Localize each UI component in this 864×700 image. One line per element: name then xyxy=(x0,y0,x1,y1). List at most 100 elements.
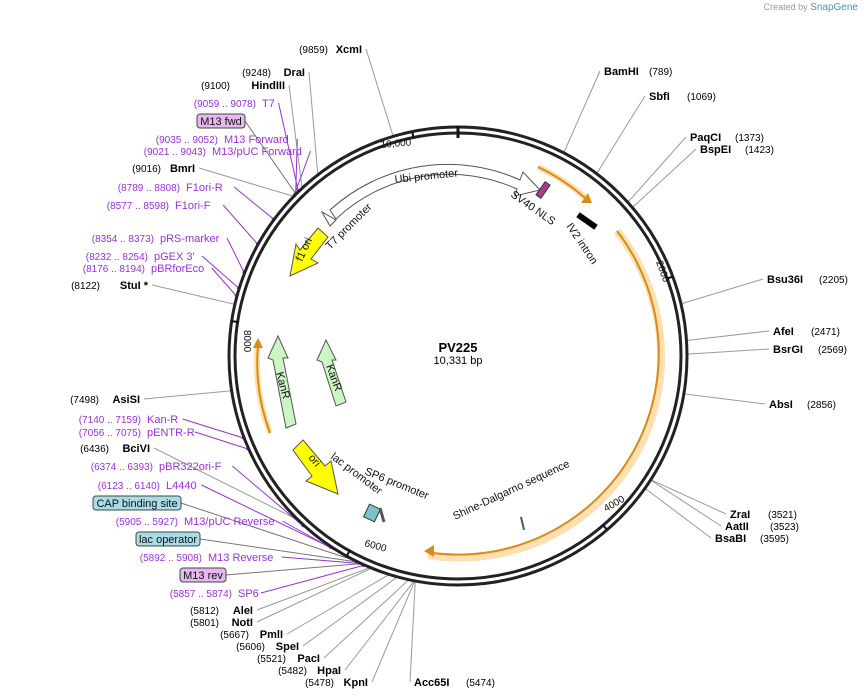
enzyme-name: HpaI xyxy=(317,665,341,677)
enzyme-position: (5812) xyxy=(190,606,219,617)
enzyme-site-hindiii[interactable]: HindIII(9100) xyxy=(201,80,285,92)
primer-position: (9059 .. 9078) xyxy=(194,99,256,110)
primer-position: (8354 .. 8373) xyxy=(92,234,154,245)
enzyme-site-bsrgi[interactable]: BsrGI(2569) xyxy=(773,344,847,356)
enzyme-site-bmri[interactable]: BmrI(9016) xyxy=(132,163,195,175)
primer-m13reverse[interactable]: (5892 .. 5908)M13 Reverse xyxy=(140,552,274,564)
primer-position: (9021 .. 9043) xyxy=(144,147,206,158)
boxed-connector xyxy=(199,538,355,563)
primer-connector xyxy=(278,102,299,191)
enzyme-site-paqci[interactable]: PaqCI(1373) xyxy=(690,132,764,144)
enzyme-site-sbfi[interactable]: SbfI (1069) xyxy=(649,91,716,103)
boxed-label-m13fwd[interactable]: M13 fwd xyxy=(196,113,246,129)
boxed-label-lacoperator[interactable]: lac operator xyxy=(135,531,201,547)
primer-pgex3[interactable]: (8232 .. 8254) pGEX 3' xyxy=(86,251,195,263)
label-box xyxy=(196,113,246,129)
primer-connector xyxy=(194,431,248,450)
enzyme-connector xyxy=(596,95,646,174)
enzyme-site-asisi[interactable]: AsiSI(7498) xyxy=(70,394,140,406)
enzyme-name: BamHI xyxy=(604,66,639,78)
primer-t7[interactable]: (9059 .. 9078)T7 xyxy=(194,98,275,110)
primer-name: SP6 xyxy=(238,588,259,600)
enzyme-site-pmli[interactable]: PmlI(5667) xyxy=(220,629,283,641)
enzyme-site-xcmi[interactable]: XcmI(9859) xyxy=(299,44,362,56)
enzyme-connector xyxy=(286,573,390,635)
enzyme-name: BmrI xyxy=(170,163,195,175)
primer-position: (5857 .. 5874) xyxy=(170,589,232,600)
primer-name: F1ori-R xyxy=(186,182,223,194)
box-text: M13 fwd xyxy=(200,116,242,128)
f1-ori-arrow xyxy=(289,227,329,277)
primer-f1orif[interactable]: (8577 .. 8598)F1ori-F xyxy=(107,200,211,212)
enzyme-site-hpai[interactable]: HpaI (5482) xyxy=(278,665,341,677)
enzyme-position: (5482) xyxy=(278,666,307,677)
enzyme-position: (6436) xyxy=(80,444,109,455)
enzyme-site-bcivi[interactable]: BciVI(6436) xyxy=(80,443,150,455)
primer-m13pucforward[interactable]: (9021 .. 9043) M13/pUC Forward xyxy=(144,146,302,158)
boxed-label-capbindingsite[interactable]: CAP binding site xyxy=(92,495,182,511)
boxed-label-m13rev[interactable]: M13 rev xyxy=(179,567,227,583)
enzyme-site-bsu36i[interactable]: Bsu36I(2205) xyxy=(767,274,848,286)
primer-pbrforeco[interactable]: (8176 .. 8194)pBRforEco xyxy=(83,263,204,275)
sv40-nls-block xyxy=(535,181,551,199)
tick-mark xyxy=(345,549,351,557)
enzyme-site-zrai[interactable]: ZraI(3521) xyxy=(730,509,797,521)
tick-mark xyxy=(411,131,415,139)
enzyme-site-bsabi[interactable]: BsaBI(3595) xyxy=(715,533,789,545)
enzyme-position: (5606) xyxy=(236,642,265,653)
enzyme-site-bspei[interactable]: BspEI(1423) xyxy=(700,144,774,156)
primer-connector xyxy=(294,150,311,195)
enzyme-name: DraI xyxy=(284,67,305,79)
enzyme-site-kpni[interactable]: KpnI(5478) xyxy=(305,677,368,689)
primer-position: (9035 .. 9052) xyxy=(156,135,218,146)
enzyme-site-afei[interactable]: AfeI(2471) xyxy=(773,326,840,338)
label-box xyxy=(179,567,227,583)
primer-pbr322orif[interactable]: (6374 .. 6393)pBR322ori-F xyxy=(91,461,222,473)
enzyme-position: (9100) xyxy=(201,81,230,92)
primer-position: (8232 .. 8254) xyxy=(86,252,148,263)
plasmid-name: PV225 xyxy=(438,340,477,355)
enzyme-site-bamhi[interactable]: BamHI(789) xyxy=(604,66,672,78)
enzyme-site-alei[interactable]: AleI(5812) xyxy=(190,605,253,617)
primer-name: pGEX 3' xyxy=(154,251,195,263)
enzyme-position: (9248) xyxy=(242,68,271,79)
tick-mark xyxy=(665,275,674,280)
enzyme-connector xyxy=(302,576,398,647)
primer-kanr[interactable]: (7140 .. 7159)Kan-R xyxy=(79,414,179,426)
primer-prsmarker[interactable]: (8354 .. 8373)pRS-marker xyxy=(92,233,220,245)
tick-mark xyxy=(231,320,239,324)
enzyme-connector xyxy=(371,580,416,683)
enzyme-site-noti[interactable]: NotI(5801) xyxy=(190,617,253,629)
enzyme-site-acc65i[interactable]: Acc65I(5474) xyxy=(414,677,495,689)
enzyme-site-spei[interactable]: SpeI (5606) xyxy=(236,641,299,653)
enzyme-connector xyxy=(344,580,415,671)
primer-connector xyxy=(211,267,237,296)
enzyme-connector xyxy=(256,567,371,611)
primer-f1orir[interactable]: (8789 .. 8808)F1ori-R xyxy=(118,182,223,194)
enzyme-site-drai[interactable]: DraI (9248) xyxy=(242,67,305,79)
enzyme-connector xyxy=(308,71,319,175)
enzyme-connector xyxy=(256,567,372,623)
tick-mark xyxy=(601,523,608,531)
primer-l4440[interactable]: (6123 .. 6140)L4440 xyxy=(98,480,197,492)
kanr-arrow-1 xyxy=(267,334,297,429)
primer-pentrr[interactable]: (7056 .. 7075)pENTR-R xyxy=(79,427,195,439)
primer-name: M13/pUC Forward xyxy=(212,146,302,158)
enzyme-site-absi[interactable]: AbsI(2856) xyxy=(769,399,836,411)
primer-sp6[interactable]: (5857 .. 5874) SP6 xyxy=(170,588,259,600)
primer-position: (6374 .. 6393) xyxy=(91,462,153,473)
enzyme-site-paci[interactable]: PacI(5521) xyxy=(257,653,320,665)
enzyme-site-stui[interactable]: StuI *(8122) xyxy=(71,280,149,292)
lac-promoter-block xyxy=(362,503,382,523)
enzyme-name: Acc65I xyxy=(414,677,449,689)
enzyme-position: (5667) xyxy=(220,630,249,641)
enzyme-name: SbfI xyxy=(649,91,670,103)
primer-m13forward[interactable]: (9035 .. 9052)M13 Forward xyxy=(156,134,289,146)
enzyme-position: (1069) xyxy=(687,92,716,103)
primer-name: pBRforEco xyxy=(151,263,204,275)
enzyme-site-aatii[interactable]: AatII(3523) xyxy=(725,521,799,533)
primer-m13pucreverse[interactable]: (5905 .. 5927)M13/pUC Reverse xyxy=(116,516,275,528)
feature-label-sv40-nls: SV40 NLS xyxy=(508,189,557,228)
enzyme-name: SpeI xyxy=(276,641,299,653)
cds-arrow-head xyxy=(424,545,434,557)
